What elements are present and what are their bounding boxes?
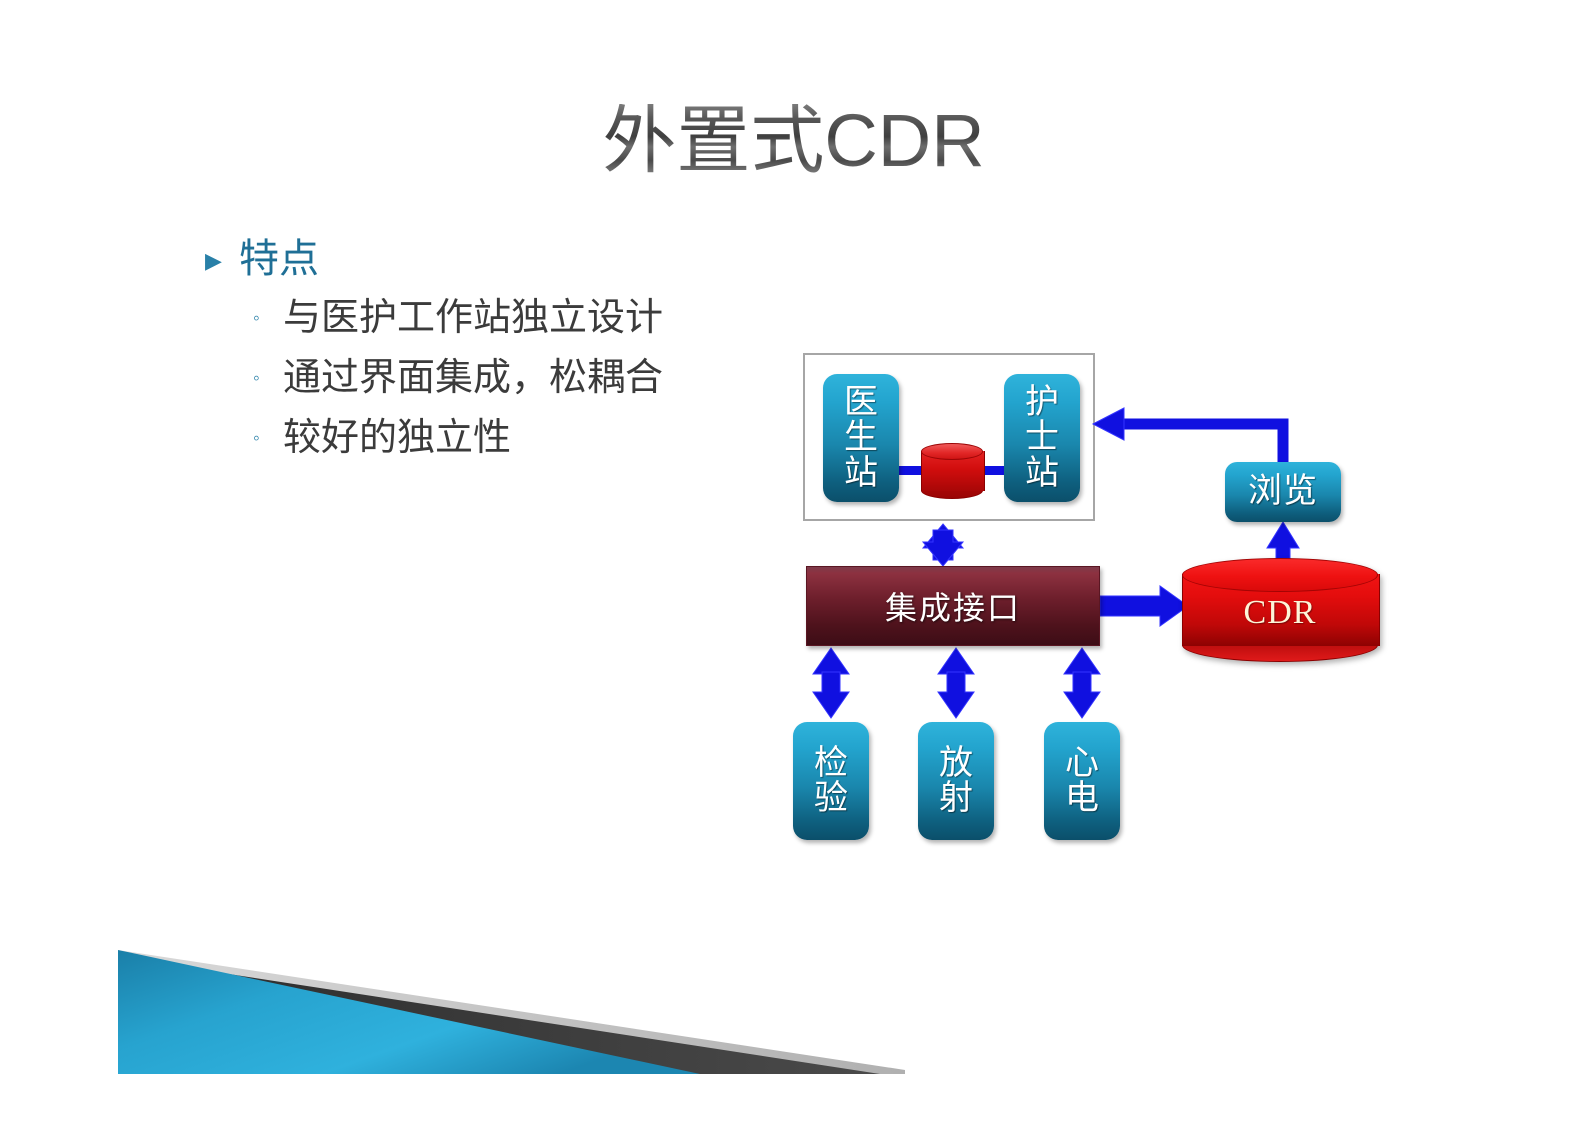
list-item-label: 通过界面集成，松耦合 xyxy=(283,357,664,400)
node-lab-label: 检验 xyxy=(814,744,849,817)
bottom-decoration xyxy=(118,950,905,1074)
sub-bullet-list: ◦ 与医护工作站独立设计 ◦ 通过界面集成，松耦合 ◦ 较好的独立性 xyxy=(253,288,845,468)
node-ecg-label: 心电 xyxy=(1065,744,1100,817)
node-nurse-station-label: 护士站 xyxy=(1025,383,1060,492)
node-integration-interface[interactable]: 集成接口 xyxy=(806,566,1100,646)
node-browse[interactable]: 浏览 xyxy=(1225,462,1341,522)
list-item: ◦ 较好的独立性 xyxy=(253,408,845,468)
circle-bullet-icon: ◦ xyxy=(253,428,260,450)
node-radiology-label: 放射 xyxy=(939,744,974,817)
list-item-label: 与医护工作站独立设计 xyxy=(283,297,664,339)
arrow-interface-to-radiology xyxy=(937,647,975,719)
node-cdr-label: CDR xyxy=(1243,594,1317,631)
bullet-heading: ▶ 特点 xyxy=(205,236,845,282)
list-item: ◦ 通过界面集成，松耦合 xyxy=(253,348,845,408)
connector-doctor-db xyxy=(895,466,925,475)
connector-db-nurse xyxy=(979,466,1007,475)
bullet-heading-label: 特点 xyxy=(239,236,319,281)
bullet-list: ▶ 特点 ◦ 与医护工作站独立设计 ◦ 通过界面集成，松耦合 ◦ 较好的独立性 xyxy=(205,236,845,468)
node-lab[interactable]: 检验 xyxy=(793,722,869,840)
arrow-interface-to-lab xyxy=(812,647,850,719)
deco-blue-band xyxy=(118,950,700,1074)
node-nurse-station[interactable]: 护士站 xyxy=(1004,374,1080,502)
list-item-label: 较好的独立性 xyxy=(283,417,512,460)
node-doctor-station[interactable]: 医生站 xyxy=(823,374,899,502)
arrow-interface-to-cdr xyxy=(1099,585,1189,627)
node-integration-interface-label: 集成接口 xyxy=(884,590,1021,626)
arrow-browse-to-nurse xyxy=(1091,407,1289,462)
circle-bullet-icon: ◦ xyxy=(253,308,260,329)
list-item: ◦ 与医护工作站独立设计 xyxy=(253,288,845,348)
arrow-group-to-interface xyxy=(921,523,965,567)
node-cdr-database[interactable]: CDR xyxy=(1182,558,1380,662)
node-radiology[interactable]: 放射 xyxy=(918,722,994,840)
page-title: 外置式CDR xyxy=(0,104,1587,178)
arrow-interface-to-ecg xyxy=(1063,647,1101,719)
node-browse-label: 浏览 xyxy=(1248,473,1318,511)
local-database-cylinder xyxy=(921,443,985,499)
node-doctor-station-label: 医生站 xyxy=(844,383,879,492)
triangle-bullet-icon: ▶ xyxy=(205,248,222,273)
circle-bullet-icon: ◦ xyxy=(253,368,260,390)
node-ecg[interactable]: 心电 xyxy=(1044,722,1120,840)
